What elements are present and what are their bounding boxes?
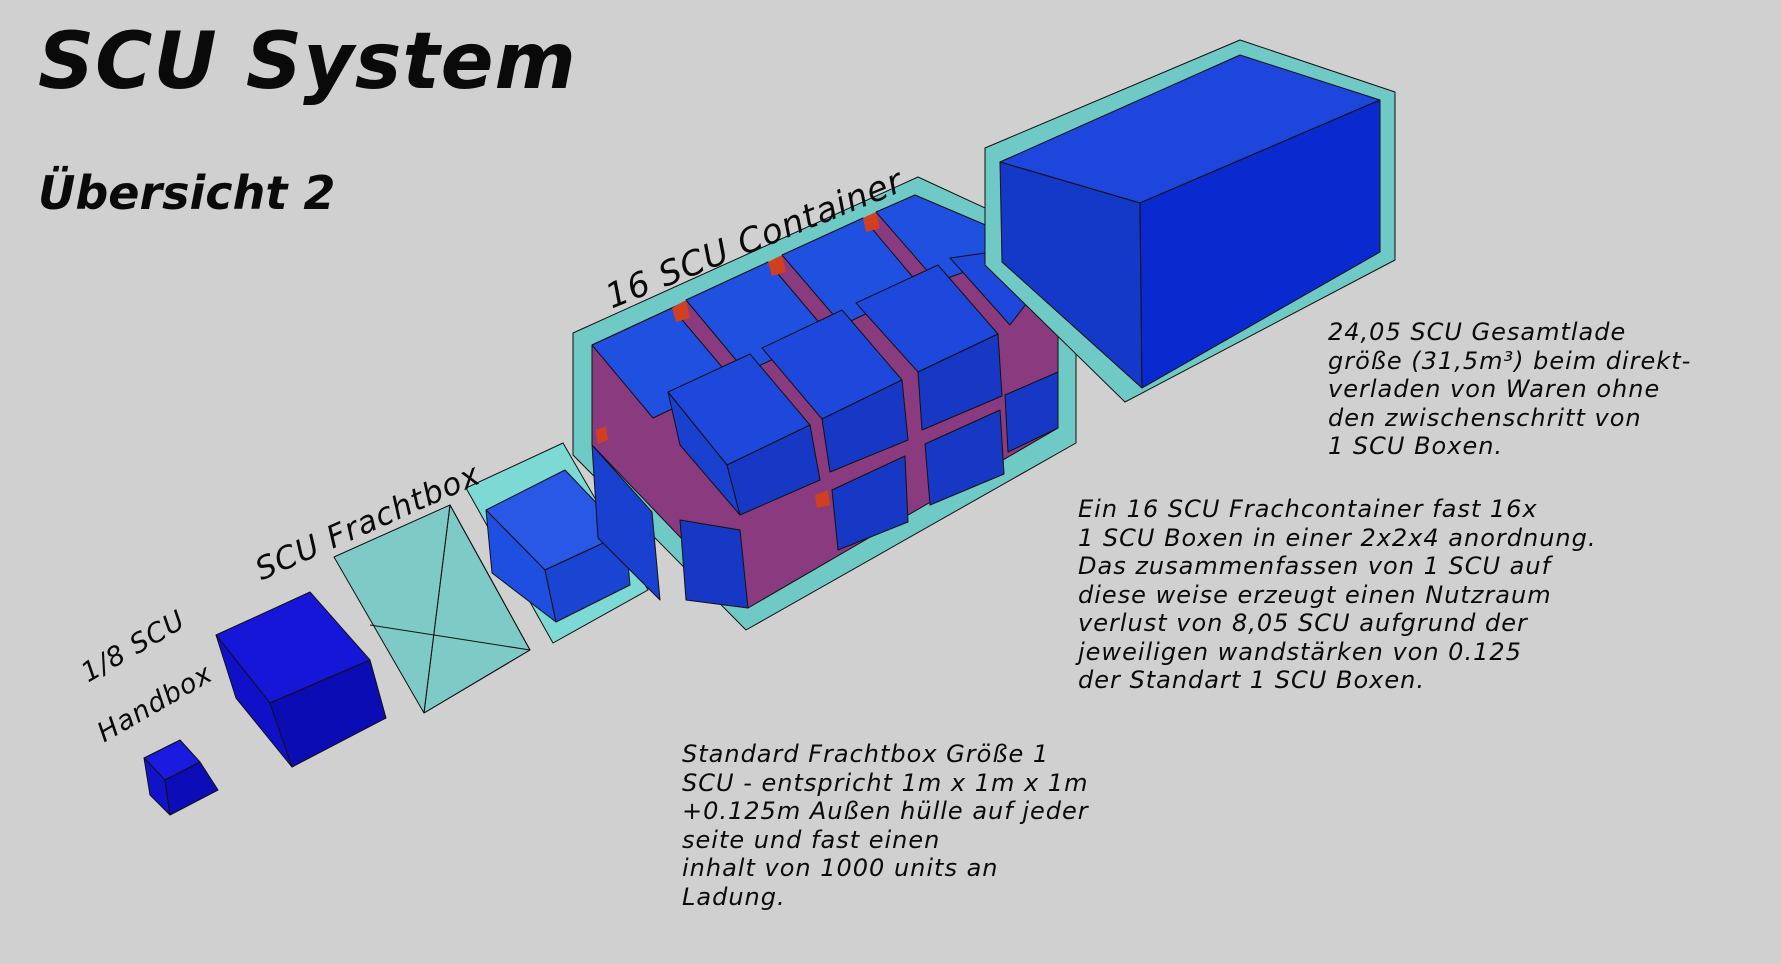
container-cube-lower — [679, 519, 749, 609]
container-gap-red — [815, 490, 830, 508]
container-cube-lower — [1004, 371, 1059, 453]
handbox-cube — [143, 739, 219, 816]
bulk-box-right — [1139, 99, 1381, 389]
page-subtitle: Übersicht 2 — [38, 166, 336, 220]
scu-cargo-box — [215, 591, 387, 768]
note-container-description: Ein 16 SCU Frachcontainer fast 16x 1 SCU… — [1078, 495, 1597, 694]
bulk-cargo-box — [984, 39, 1396, 403]
note-standard-frachtbox: Standard Frachtbox Größe 1 SCU - entspri… — [682, 740, 1089, 911]
container-cube-lower — [591, 444, 661, 601]
container-gap-red — [596, 426, 608, 444]
cargo-box-right-face — [269, 659, 387, 768]
frachtbox-diagonal-b — [423, 504, 451, 714]
container-gap-red — [768, 255, 786, 276]
container-cube-front — [726, 424, 821, 516]
page-title: SCU System — [38, 17, 577, 107]
container-cube-front — [821, 379, 909, 473]
container-gap-red — [672, 300, 690, 322]
handbox-right-face — [164, 761, 219, 816]
container-gap-red — [863, 212, 880, 232]
note-total-capacity: 24,05 SCU Gesamtlade größe (31,5m³) beim… — [1328, 318, 1692, 460]
frachtbox-shell — [333, 504, 531, 714]
frachtbox-diagonal-a — [369, 624, 531, 651]
container-cube-lower — [924, 409, 1005, 506]
container-cube-lower — [831, 455, 909, 551]
container-cube-front — [917, 333, 1003, 431]
frachtbox-with-cube — [465, 442, 649, 644]
inner-cube-right — [544, 532, 631, 623]
